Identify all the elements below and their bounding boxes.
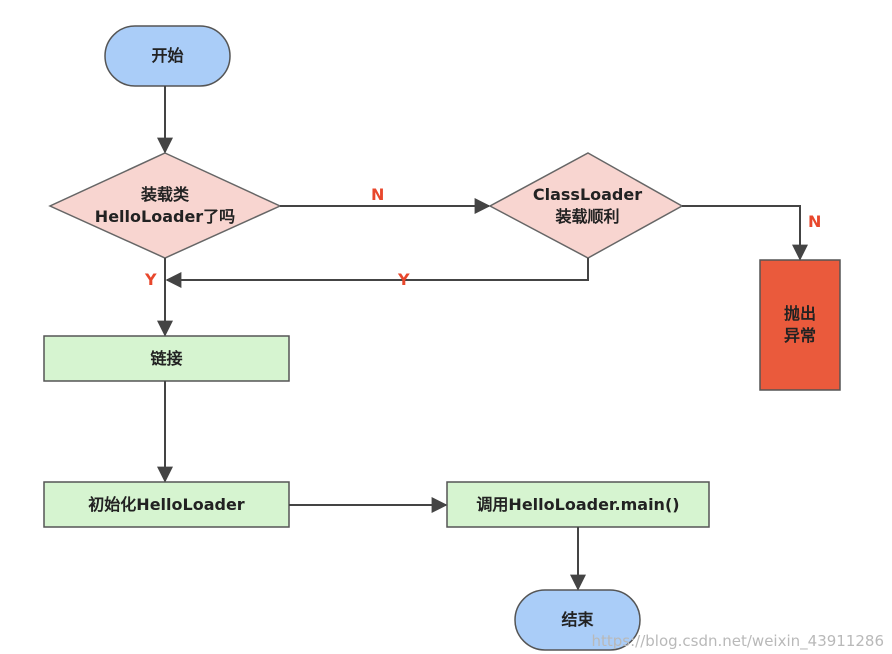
edge-label-n-throw: N xyxy=(808,212,822,231)
throw-exception-shape xyxy=(759,259,841,391)
throw-exception-line1: 抛出 xyxy=(783,304,816,323)
call-label: 调用HelloLoader.main() xyxy=(476,494,680,514)
decision-loaded-label: 装载类 HelloLoader了吗 xyxy=(70,180,260,232)
init-label: 初始化HelloLoader xyxy=(88,494,245,514)
start-label: 开始 xyxy=(151,46,184,65)
edge-label-n-classloader: N xyxy=(371,185,385,204)
start-terminal-shape xyxy=(104,25,231,87)
init-process-shape xyxy=(43,481,290,528)
edge-label-y-back: Y xyxy=(398,270,410,289)
edge-classloader-yes-back xyxy=(165,258,589,288)
edge-classloader-to-throw xyxy=(682,205,808,261)
watermark: https://blog.csdn.net/weixin_43911286 xyxy=(591,632,884,650)
edge-label-y-link: Y xyxy=(145,270,157,289)
decision-classloader-line1: ClassLoader xyxy=(532,185,643,204)
throw-exception-label: 抛出 异常 xyxy=(760,260,840,390)
link-process-shape xyxy=(43,335,290,382)
decision-classloader-label: ClassLoader 装载顺利 xyxy=(505,180,670,232)
decision-loaded-line2: HelloLoader了吗 xyxy=(94,207,236,226)
link-label: 链接 xyxy=(150,348,183,368)
end-label: 结束 xyxy=(561,610,594,629)
decision-loaded-line1: 装载类 xyxy=(140,185,189,204)
throw-exception-line2: 异常 xyxy=(783,326,816,345)
decision-classloader-line2: 装载顺利 xyxy=(555,207,620,226)
